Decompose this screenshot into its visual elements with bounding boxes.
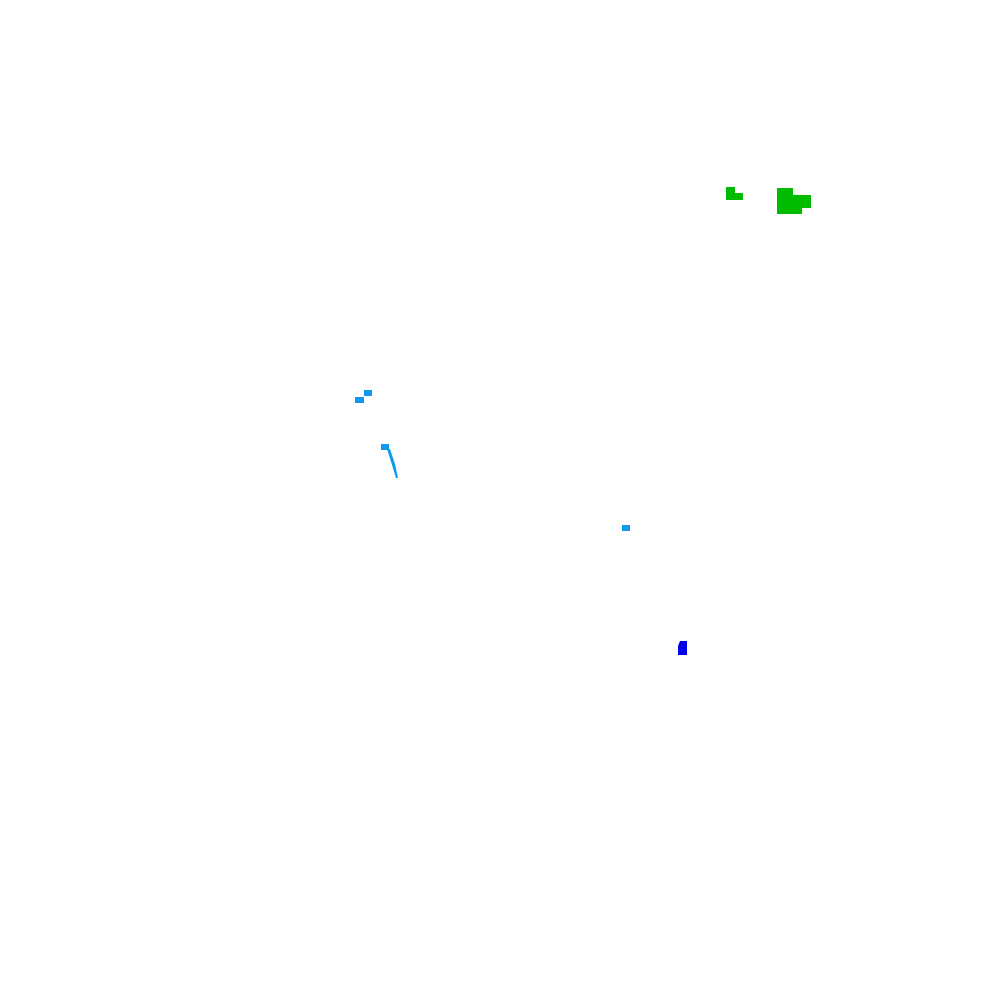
blue-dot-a xyxy=(364,390,372,396)
dark-blue-patch xyxy=(678,641,687,655)
blue-dot-d xyxy=(622,525,630,531)
blue-dot-c xyxy=(381,444,389,450)
green-patch-large xyxy=(777,188,811,214)
map-features xyxy=(355,187,811,655)
blue-streak xyxy=(387,449,398,478)
blue-dot-b xyxy=(355,397,364,403)
green-patch-small xyxy=(726,187,743,200)
